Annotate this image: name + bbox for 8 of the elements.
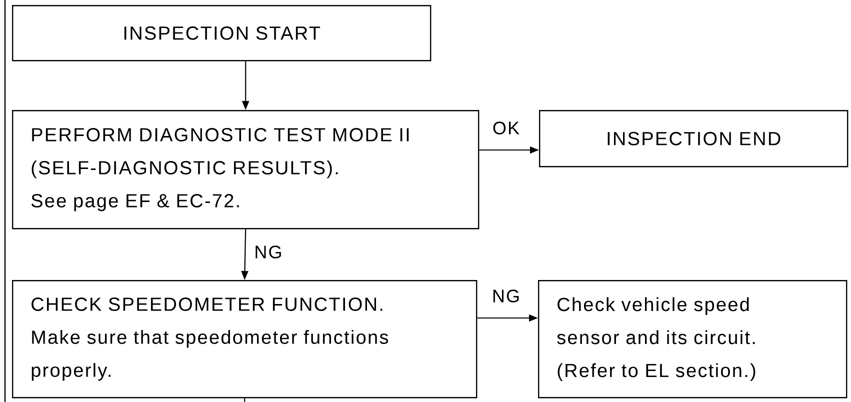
process-box: PERFORM DIAGNOSTIC TEST MODE II (SELF-DIAGNOSTIC RESULTS). See page EF & EC-72. (12, 110, 480, 230)
terminal-box: INSPECTION END (539, 110, 848, 168)
terminal-box: INSPECTION START (12, 5, 432, 62)
edge-label: NG (490, 288, 522, 304)
process-box: CHECK SPEEDOMETER FUNCTION. Make sure that speedometer functions properly. (12, 280, 478, 398)
process-box: Check vehicle speed sensor and its circuit. (Refer to EL section.) (538, 280, 848, 398)
edge-label: OK (491, 120, 521, 136)
edge-label: NG (253, 244, 284, 260)
